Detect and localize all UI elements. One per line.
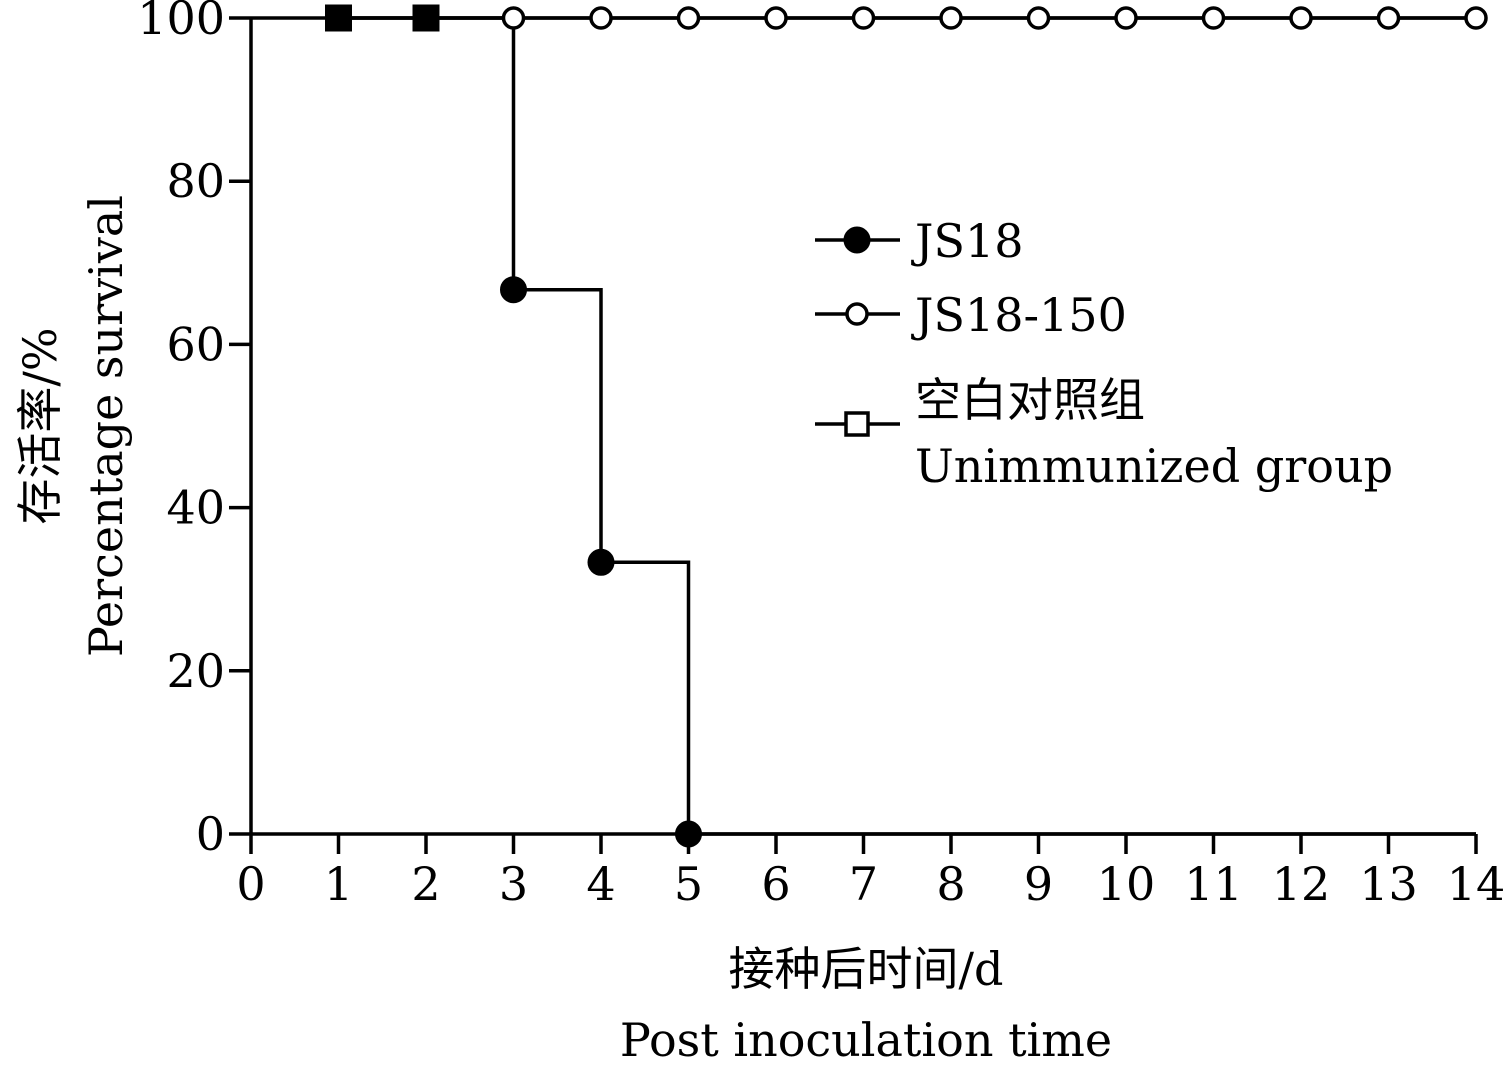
marker-js18-150-5 [676, 6, 701, 30]
x-tick-label-5: 5 [674, 857, 703, 911]
marker-js18-5 [675, 820, 702, 848]
x-tick-label-0: 0 [236, 857, 265, 911]
legend-label-unimmunized-group-cn: 空白对照组 [915, 373, 1145, 427]
x-tick-label-6: 6 [761, 857, 790, 911]
marker-js18-150-11 [1201, 6, 1226, 30]
y-axis-title-en: Percentage survival [79, 195, 133, 657]
marker-unimmunized-2 [412, 4, 440, 32]
series-markers-layer [325, 4, 1488, 848]
marker-js18-150-7 [851, 6, 876, 30]
y-axis-title-cn: 存活率/% [13, 327, 67, 524]
x-tick-label-12: 12 [1272, 857, 1331, 911]
marker-js18-4 [587, 548, 615, 576]
x-tick-label-8: 8 [936, 857, 965, 911]
marker-unimmunized-1 [325, 4, 352, 32]
y-tick-label-20: 20 [166, 644, 225, 698]
x-axis-title-en: Post inoculation time [620, 1013, 1112, 1061]
marker-js18-150-9 [1026, 6, 1051, 30]
x-axis-title-cn: 接种后时间/d [729, 942, 1004, 996]
marker-js18-150-6 [764, 6, 788, 30]
legend-label-unimmunized-group-en: Unimmunized group [915, 439, 1393, 493]
legend-label-js18: JS18 [911, 214, 1024, 268]
marker-js18-150-12 [1289, 6, 1313, 30]
y-tick-label-100: 100 [137, 0, 225, 45]
y-tick-label-0: 0 [196, 807, 225, 861]
marker-js18-150-3 [501, 6, 526, 30]
x-tick-label-14: 14 [1447, 857, 1506, 911]
series-line-js18 [338, 16, 691, 834]
legend-marker-js18-150 [845, 302, 869, 326]
legend-marker-js18 [843, 226, 871, 254]
y-tick-label-80: 80 [166, 154, 225, 208]
x-tick-label-7: 7 [849, 857, 878, 911]
x-tick-label-4: 4 [586, 857, 615, 911]
x-tick-label-1: 1 [324, 857, 353, 911]
marker-js18-150-14 [1464, 6, 1488, 30]
legend-marker-unimmunized-group [844, 411, 870, 437]
marker-js18-150-10 [1114, 6, 1138, 30]
x-tick-label-2: 2 [411, 857, 440, 911]
x-tick-label-9: 9 [1024, 857, 1053, 911]
x-tick-label-13: 13 [1359, 857, 1418, 911]
legend-label-js18-150: JS18-150 [911, 288, 1127, 342]
marker-js18-3 [500, 276, 527, 304]
marker-js18-150-13 [1376, 6, 1401, 30]
x-tick-label-11: 11 [1184, 857, 1243, 911]
y-tick-label-60: 60 [166, 317, 225, 371]
x-tick-label-10: 10 [1097, 857, 1156, 911]
marker-js18-150-4 [589, 6, 613, 30]
y-tick-label-40: 40 [166, 481, 225, 535]
x-tick-label-3: 3 [499, 857, 528, 911]
marker-js18-150-8 [939, 6, 963, 30]
